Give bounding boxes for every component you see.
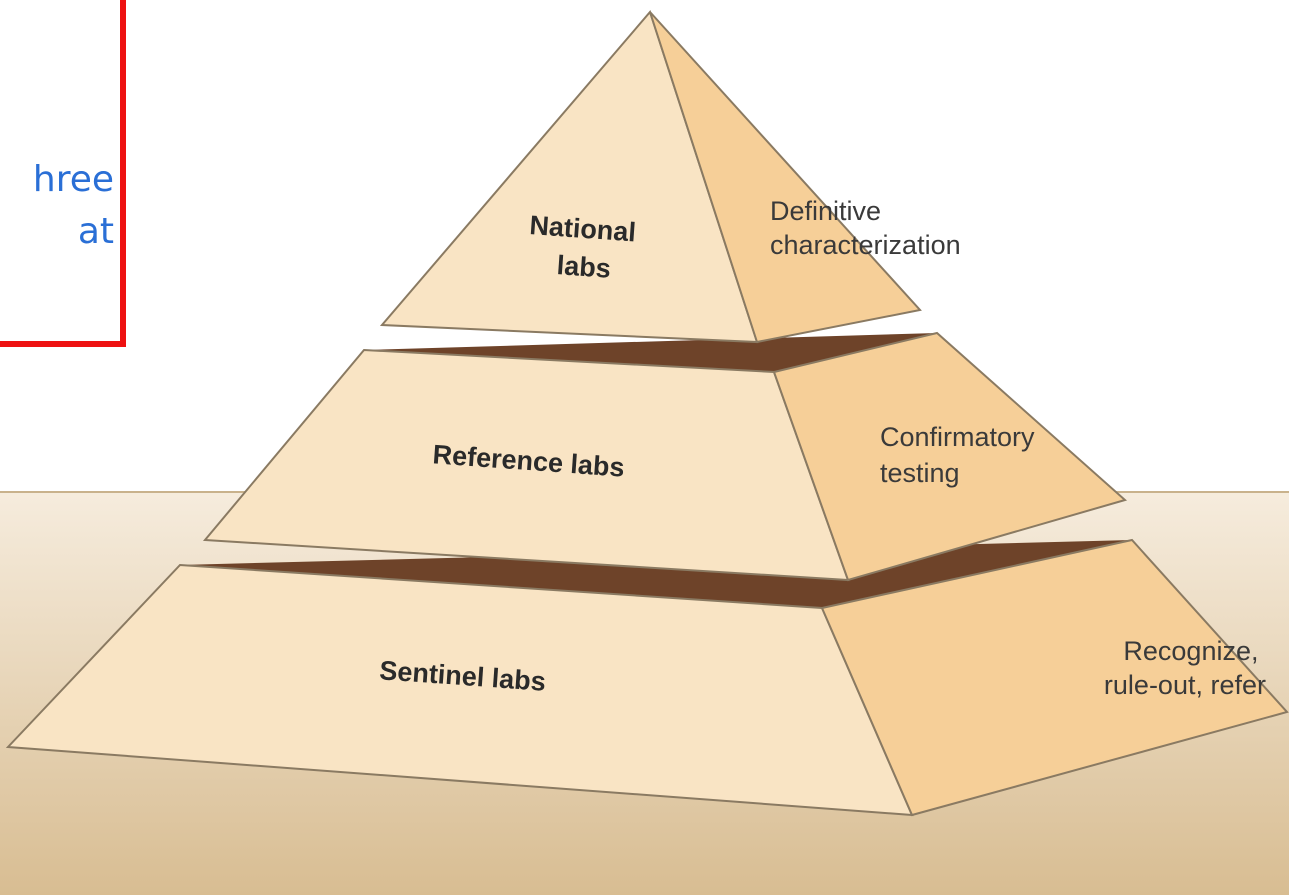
tier-national-role: Definitive characterization [770,196,961,260]
tier-sentinel-role: Recognize, rule-out, refer [1104,636,1266,700]
tier-reference: Reference labs Confirmatory testing [202,331,1128,582]
reference-top-gap [364,333,937,372]
note-line: hree [32,159,114,200]
sentinel-side-face [820,538,1289,817]
national-side-face [649,11,922,344]
note-callout-text: hree at [0,154,114,258]
tier-national: National labs Definitive characterizatio… [379,9,961,344]
national-front-face [379,9,759,344]
note-callout-box: hree at [0,0,126,347]
tier-national-label: National labs [526,210,644,286]
tier-reference-role: Confirmatory testing [880,422,1042,488]
note-line: at [77,211,114,252]
reference-side-face [772,331,1128,582]
